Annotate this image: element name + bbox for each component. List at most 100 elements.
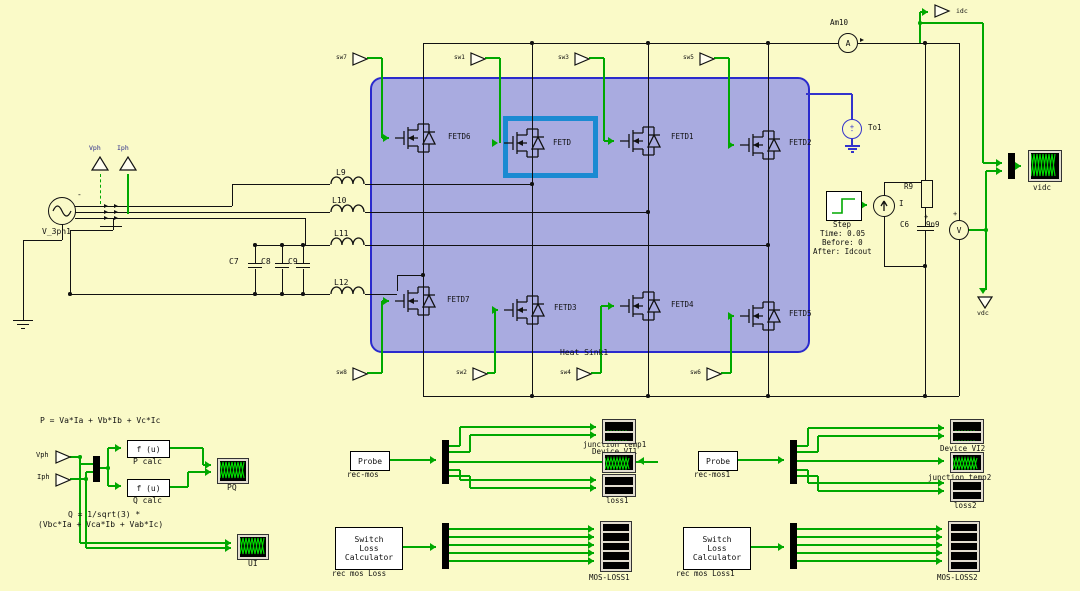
label-rec-mos-loss: rec mos Loss (332, 569, 387, 578)
probe-block[interactable]: Probe (350, 451, 390, 471)
p-calc-block[interactable]: f (u) (127, 440, 170, 458)
demux-rec-mos1[interactable] (790, 440, 797, 484)
scope-mos-loss1[interactable] (600, 521, 632, 572)
wire (61, 224, 63, 240)
from-tag-iph[interactable] (55, 473, 72, 487)
goto-tag-idc[interactable] (934, 4, 951, 18)
demux-mos-loss2[interactable] (790, 523, 797, 569)
scope-ui[interactable] (237, 534, 269, 560)
mux-vidc[interactable] (1008, 153, 1015, 179)
from-tag-sw4[interactable] (576, 367, 593, 381)
scope-pq[interactable] (217, 458, 249, 484)
ammeter-am10[interactable]: A (838, 33, 858, 53)
wire (531, 43, 533, 396)
scope-screen (605, 486, 633, 494)
mosfet-fetd7[interactable] (395, 281, 439, 321)
from-tag-sw6[interactable] (706, 367, 723, 381)
arrowhead (937, 486, 944, 495)
demux-mos-loss1[interactable] (442, 523, 449, 569)
mosfet-fetd1[interactable] (620, 121, 664, 161)
scope-device-vi2[interactable] (950, 419, 984, 444)
voltmeter[interactable]: V (949, 220, 969, 240)
from-tag-sw7[interactable] (352, 52, 369, 66)
inductor-l12[interactable] (330, 286, 366, 296)
heat-sink-region[interactable] (370, 77, 810, 353)
thermal-source-to1[interactable]: +- (842, 119, 862, 139)
waveform-icon (605, 455, 630, 470)
wire (397, 274, 423, 276)
wire (70, 293, 330, 295)
mux-pq[interactable] (93, 456, 100, 482)
wire (80, 463, 93, 465)
wire (851, 139, 853, 146)
arrowhead (935, 548, 942, 557)
label-heat-sink: Heat Sink1 (560, 348, 609, 357)
mosfet-fetd3[interactable] (504, 290, 548, 330)
junction-dot (918, 21, 922, 25)
inductor-l11[interactable] (330, 237, 366, 247)
scope-screen (953, 422, 981, 431)
probe1-block[interactable]: Probe (698, 451, 738, 471)
scope-vidc[interactable] (1028, 150, 1062, 182)
three-phase-source[interactable] (48, 197, 76, 225)
scope-loss2[interactable] (950, 479, 984, 502)
arrowhead (587, 540, 594, 549)
from-tag-sw2[interactable] (472, 367, 489, 381)
scope-mos-loss2[interactable] (948, 521, 980, 572)
arrowhead (937, 478, 944, 487)
mosfet-fetd5[interactable] (740, 296, 784, 336)
from-tag-vph[interactable] (55, 450, 72, 464)
wire (254, 269, 256, 294)
inductor-l9[interactable] (330, 176, 366, 186)
wire (302, 269, 304, 294)
demux-rec-mos[interactable] (442, 440, 449, 484)
scope-screen (951, 552, 977, 560)
wire (797, 560, 942, 562)
wire (275, 262, 289, 264)
arrowhead (1014, 161, 1021, 170)
wire (85, 472, 87, 479)
wire (187, 472, 189, 487)
label-fetd1: FETD1 (671, 132, 694, 141)
from-tag-sw8[interactable] (352, 367, 369, 381)
step-source-block[interactable] (826, 191, 862, 221)
resistor-r9[interactable] (921, 180, 933, 208)
goto-tag-iph[interactable] (118, 155, 138, 171)
wire (808, 482, 944, 484)
arrowhead (995, 166, 1002, 175)
scope-junction-temp2[interactable] (950, 452, 984, 473)
arrowhead (935, 540, 942, 549)
label-loss2: loss2 (954, 501, 977, 510)
scope-junction-temp1[interactable] (602, 419, 636, 444)
scope-loss1[interactable] (602, 474, 636, 497)
wire (449, 560, 594, 562)
from-tag-sw5[interactable] (699, 52, 716, 66)
arrowhead (224, 538, 231, 547)
wire (920, 22, 983, 24)
dc-current-source[interactable] (873, 195, 895, 217)
label-rec-mos: rec-mos (347, 470, 379, 479)
from-tag-sw1[interactable] (470, 52, 487, 66)
arrowhead (937, 456, 944, 465)
arrowhead (104, 209, 108, 214)
selected-fetd-highlight-box[interactable] (503, 116, 598, 178)
arrowhead (935, 556, 942, 565)
wire (79, 457, 81, 543)
from-tag-sw3[interactable] (574, 52, 591, 66)
mosfet-fetd[interactable] (504, 123, 548, 163)
wire (365, 211, 648, 213)
goto-tag-vdc[interactable] (976, 296, 994, 310)
waveform-icon (220, 461, 245, 479)
q-calc-block[interactable]: f (u) (127, 479, 170, 497)
mosfet-fetd2[interactable] (740, 125, 784, 165)
mosfet-fetd4[interactable] (620, 286, 664, 326)
scope-device-vi1[interactable] (602, 452, 636, 473)
label-c8: C8 (261, 257, 271, 266)
inductor-l10[interactable] (330, 204, 366, 214)
wire (600, 306, 602, 373)
mosfet-fetd6[interactable] (395, 118, 439, 158)
goto-tag-vph[interactable] (90, 155, 110, 171)
wire (487, 372, 495, 374)
